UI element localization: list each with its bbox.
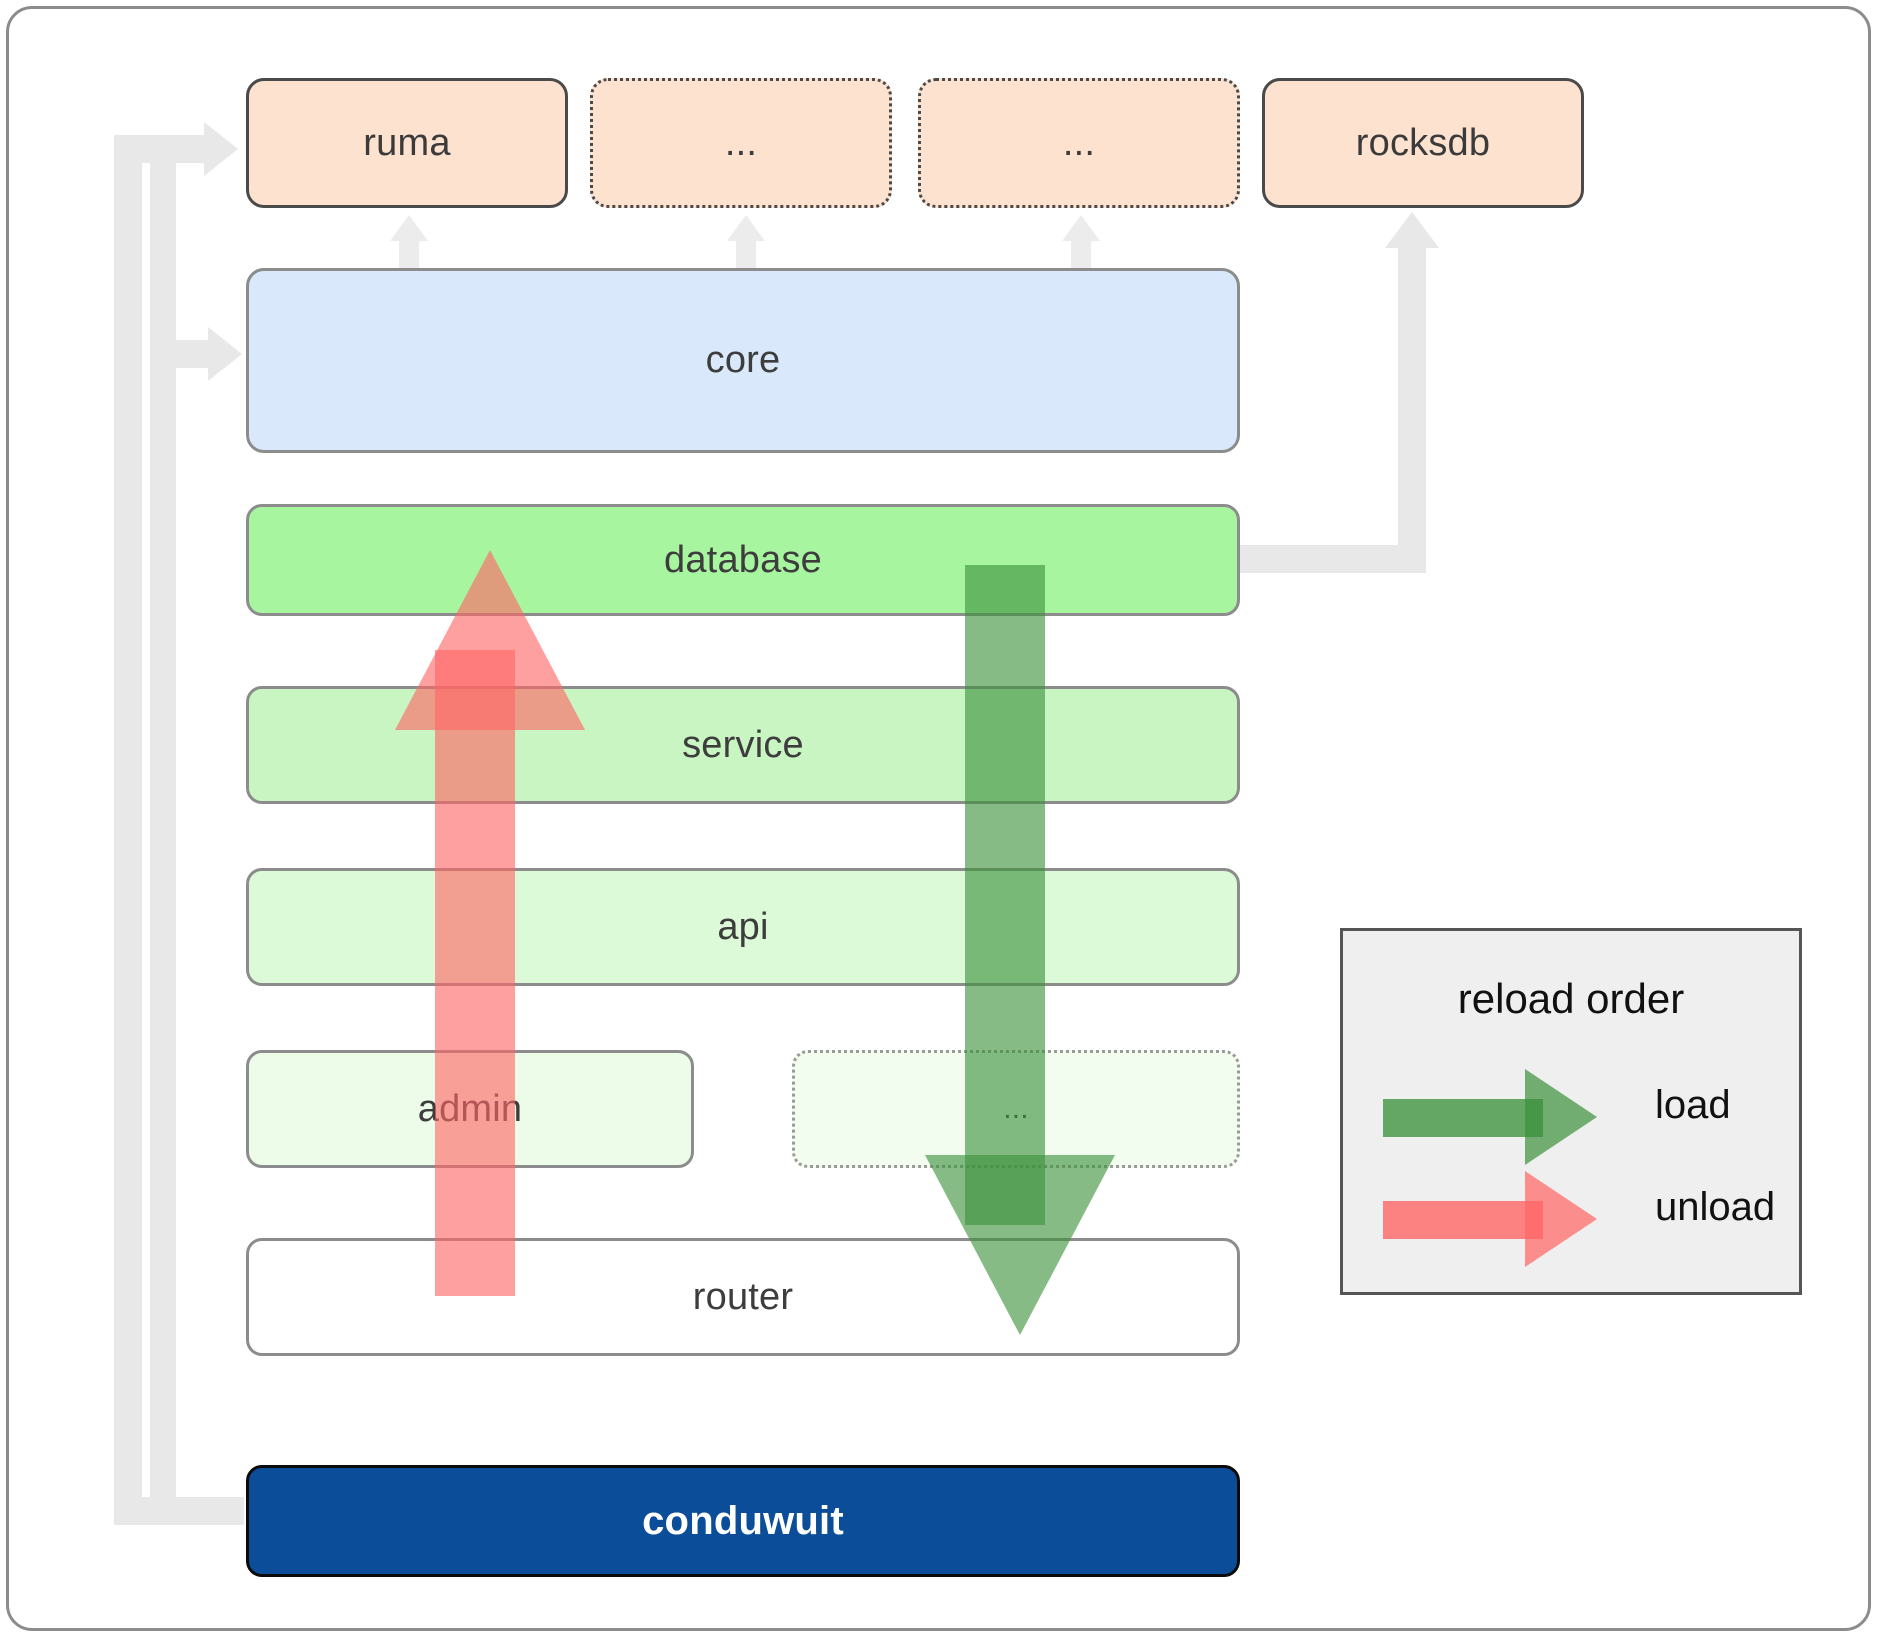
dependency-label-2: ... <box>724 121 758 164</box>
legend-unload-arrow-head <box>1525 1171 1597 1267</box>
core-box[interactable]: core <box>246 268 1240 453</box>
unload-arrow-head <box>395 550 585 730</box>
connector-database-to-rocksdb-horizontal <box>1236 545 1426 573</box>
connector-database-to-rocksdb-vertical <box>1398 248 1426 573</box>
dependency-box-rocksdb[interactable]: rocksdb <box>1262 78 1584 208</box>
connector-conduwuit-to-ruma-vertical <box>114 135 142 1525</box>
load-flow-arrow <box>925 565 1115 1355</box>
root-box-conduwuit[interactable]: conduwuit <box>246 1465 1240 1577</box>
legend-load-label: load <box>1655 1083 1731 1127</box>
load-arrow-head <box>925 1155 1115 1335</box>
legend-unload-label: unload <box>1655 1185 1776 1229</box>
dependency-label-rocksdb: rocksdb <box>1355 121 1491 164</box>
layer-label-api: api <box>717 905 769 948</box>
dependency-box-3[interactable]: ... <box>918 78 1240 208</box>
legend-panel: reload order load unload <box>1340 928 1802 1295</box>
dependency-box-ruma[interactable]: ruma <box>246 78 568 208</box>
core-label: core <box>705 339 781 381</box>
unload-flow-arrow <box>395 550 585 1330</box>
connector-conduwuit-to-ruma-bottom <box>114 1497 244 1525</box>
dependency-label-ruma: ruma <box>363 121 451 164</box>
connector-ruma-arrowhead <box>204 122 238 176</box>
legend-unload-arrow-shaft <box>1383 1201 1543 1239</box>
legend-load-arrow-head <box>1525 1069 1597 1165</box>
unload-arrow-shaft <box>435 650 515 1296</box>
layer-label-router: router <box>692 1275 794 1318</box>
dependency-box-2[interactable]: ... <box>590 78 892 208</box>
legend-load-arrow-shaft <box>1383 1099 1543 1137</box>
load-arrow-shaft <box>965 565 1045 1225</box>
connector-rocksdb-arrowhead <box>1385 212 1439 248</box>
layer-box-api[interactable]: api <box>246 868 1240 986</box>
legend-row-unload: unload <box>1383 1171 1783 1267</box>
legend-row-load: load <box>1383 1069 1783 1165</box>
dependency-label-3: ... <box>1062 121 1096 164</box>
layer-label-database: database <box>664 538 822 581</box>
root-label-conduwuit: conduwuit <box>642 1498 844 1543</box>
legend-title: reload order <box>1457 975 1685 1022</box>
layer-label-service: service <box>682 723 804 766</box>
connector-core-arrowhead <box>208 327 242 381</box>
